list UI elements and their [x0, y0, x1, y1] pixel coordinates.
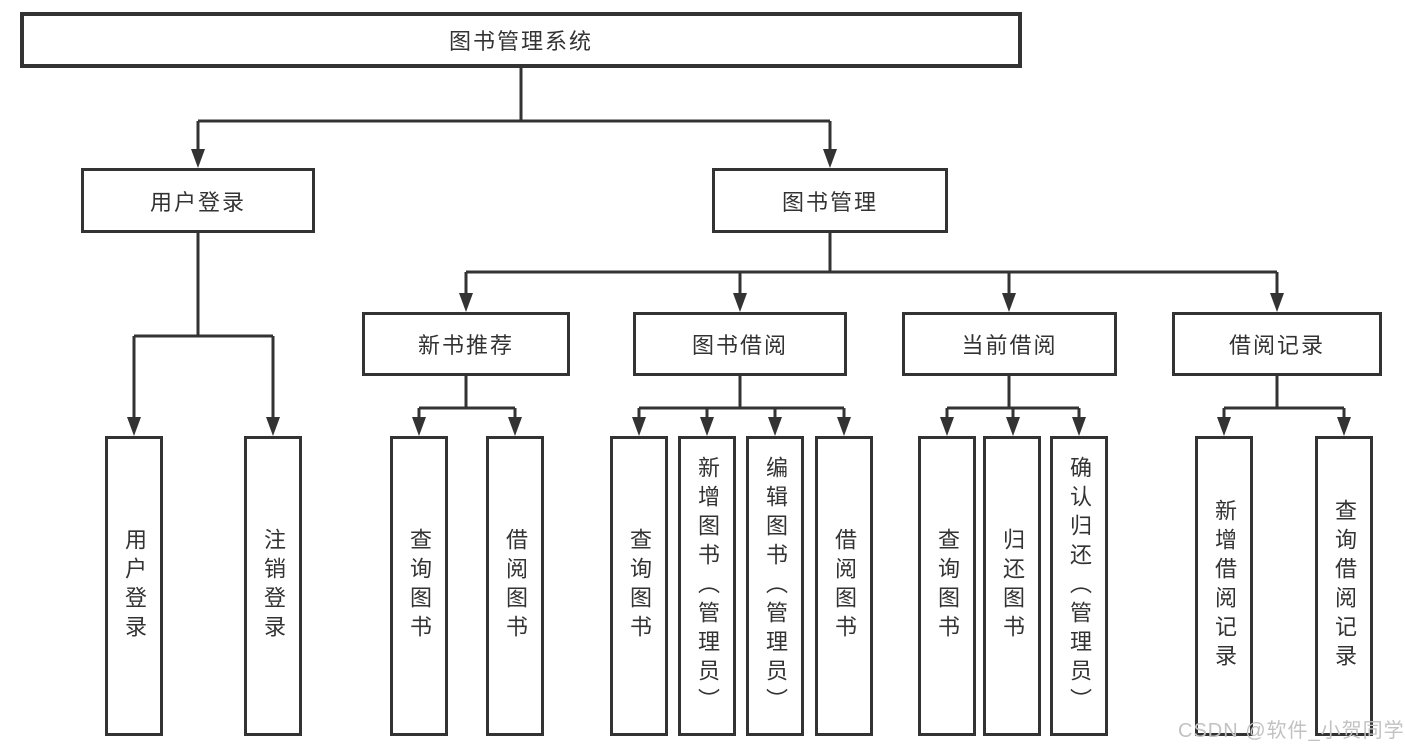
connector-current-to-leaves — [945, 376, 1081, 418]
leaf-borrow-books-recommend: 借阅图书 — [486, 436, 544, 736]
arrowhead — [940, 417, 954, 436]
watermark-text: CSDN @软件_小贺同学 — [1178, 720, 1405, 742]
leaf-label: 编辑图书（管理员） — [763, 455, 788, 717]
node-book-borrowing: 图书借阅 — [633, 312, 847, 376]
leaf-query-books-recommend: 查询图书 — [390, 436, 448, 736]
leaf-label: 查询图书 — [935, 528, 960, 644]
arrowhead — [768, 417, 782, 436]
leaf-label: 确认归还（管理员） — [1067, 455, 1092, 717]
arrowhead — [1217, 417, 1231, 436]
node-label: 用户登录 — [149, 189, 246, 215]
node-current-borrowing: 当前借阅 — [902, 312, 1117, 376]
connector-records-to-leaves — [1222, 376, 1346, 418]
arrowhead — [266, 417, 280, 436]
leaf-label: 查询图书 — [627, 528, 652, 644]
leaf-add-book-admin: 新增图书（管理员） — [678, 436, 736, 736]
connector-root-to-level2 — [196, 68, 832, 150]
leaf-label: 借阅图书 — [832, 528, 857, 644]
leaf-add-borrow-record: 新增借阅记录 — [1195, 436, 1253, 736]
leaf-label: 新增图书（管理员） — [695, 455, 720, 717]
leaf-user-login: 用户登录 — [105, 436, 163, 736]
connector-borrowing-to-leaves — [637, 376, 846, 418]
node-library-system: 图书管理系统 — [20, 12, 1022, 68]
node-label: 借阅记录 — [1228, 333, 1325, 358]
leaf-edit-book-admin: 编辑图书（管理员） — [746, 436, 804, 736]
leaf-label: 用户登录 — [122, 528, 147, 644]
arrowhead — [1337, 417, 1351, 436]
node-book-management: 图书管理 — [712, 168, 948, 233]
leaf-confirm-return-admin: 确认归还（管理员） — [1050, 436, 1108, 736]
node-borrow-records: 借阅记录 — [1172, 312, 1382, 376]
node-label: 图书借阅 — [691, 333, 788, 358]
connector-newbooks-to-leaves — [417, 376, 517, 418]
arrowhead — [508, 417, 522, 436]
node-label: 当前借阅 — [961, 333, 1058, 358]
leaf-label: 查询图书 — [407, 528, 432, 644]
leaf-query-books-borrowing: 查询图书 — [610, 436, 668, 736]
arrowhead — [632, 417, 646, 436]
leaf-label: 借阅图书 — [503, 528, 528, 644]
connector-bookmgmt-to-level3 — [464, 233, 1279, 294]
leaf-borrow-books-borrowing: 借阅图书 — [815, 436, 873, 736]
node-label: 新书推荐 — [417, 333, 514, 358]
leaf-label: 注销登录 — [261, 528, 286, 644]
leaf-return-book: 归还图书 — [983, 436, 1041, 736]
connector-userlogin-to-leaves — [132, 233, 275, 418]
arrowhead — [1002, 293, 1016, 312]
arrowhead — [1270, 293, 1284, 312]
node-new-book-recommend: 新书推荐 — [362, 312, 570, 376]
arrowhead — [459, 293, 473, 312]
node-label: 图书管理系统 — [448, 29, 593, 54]
arrowhead — [837, 417, 851, 436]
arrowhead — [1006, 417, 1020, 436]
node-user-login: 用户登录 — [81, 168, 315, 233]
arrowhead — [1072, 417, 1086, 436]
arrowhead — [127, 417, 141, 436]
arrowhead — [733, 293, 747, 312]
leaf-query-borrow-record: 查询借阅记录 — [1315, 436, 1373, 736]
node-label: 图书管理 — [781, 189, 878, 215]
leaf-query-books-current: 查询图书 — [918, 436, 976, 736]
leaf-label: 查询借阅记录 — [1332, 499, 1357, 673]
leaf-label: 新增借阅记录 — [1212, 499, 1237, 673]
arrowhead — [191, 149, 205, 168]
arrowhead — [412, 417, 426, 436]
arrowhead — [823, 149, 837, 168]
leaf-logout: 注销登录 — [244, 436, 302, 736]
leaf-label: 归还图书 — [1000, 528, 1025, 644]
arrowhead — [700, 417, 714, 436]
